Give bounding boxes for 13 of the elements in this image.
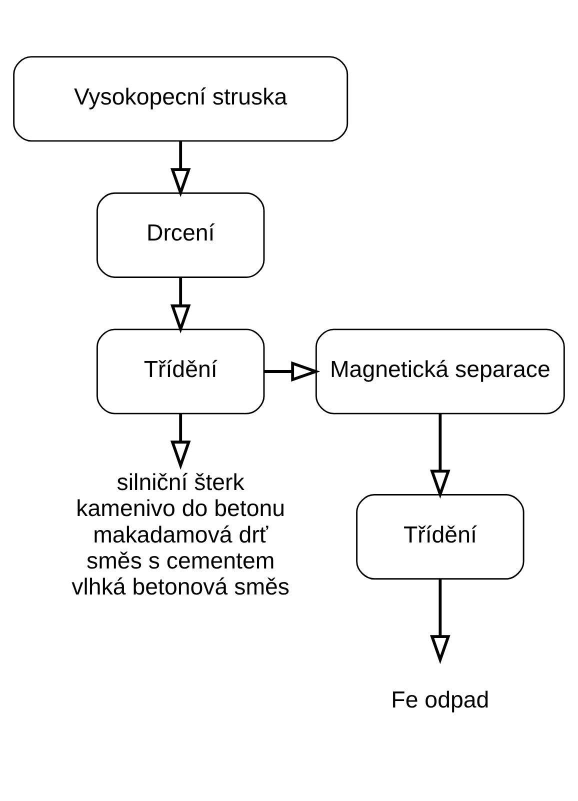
node-box: Vysokopecní struska: [13, 56, 348, 142]
arrow: [430, 414, 450, 499]
arrow: [170, 414, 191, 470]
arrow: [430, 579, 450, 664]
node-text: silniční šterk kamenivo do betonu makadamová drť směs s cementem vlhká betonová směs: [72, 469, 290, 600]
node-box: Magnetická separace: [315, 328, 565, 414]
node-box: Třídění: [356, 494, 524, 580]
arrow: [264, 361, 320, 382]
node-text: Fe odpad: [391, 686, 490, 713]
node-box: Třídění: [96, 328, 265, 414]
arrow: [170, 277, 191, 334]
arrow: [170, 141, 191, 198]
node-box: Drcení: [96, 192, 265, 278]
